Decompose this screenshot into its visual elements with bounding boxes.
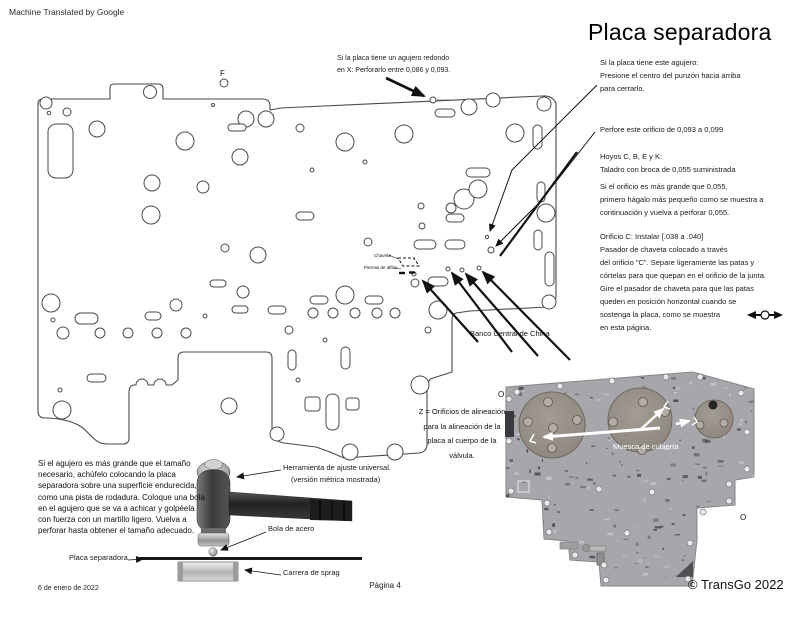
note-line: en esta página. [600, 323, 652, 332]
note-line: para la alineación de la [423, 421, 501, 431]
cover-notch-icon [691, 416, 699, 426]
note-line: Si el orificio es más grande que 0,055, [600, 182, 728, 191]
machine-translated-note: Machine Translated by Google [9, 7, 125, 17]
notch-arrow-icon [639, 407, 665, 431]
cover-notch-icon [662, 400, 671, 410]
note-line: en el agujero que se va a achicar y golp… [38, 503, 195, 513]
ball-leader-icon [220, 531, 267, 551]
race-leader-icon [244, 567, 282, 576]
note-line: queden en posición horizontal cuando se [600, 297, 737, 306]
cotter-pin-outline-icon [397, 257, 420, 267]
note-line: válvula. [449, 450, 475, 460]
alignment-holes-note: Z = Orificios de alineación para la alin… [398, 405, 526, 463]
note-orifice-c: Orificio C: Instalar [.038 a .040] Pasad… [600, 230, 766, 334]
tool-label-line1: Herramienta de ajuste universal. [283, 463, 391, 472]
bank-arrow-icon [464, 272, 539, 357]
note-line: Taladro con broca de 0,055 suministrada [600, 165, 736, 174]
page-title: Placa separadora [588, 19, 772, 45]
note-line: como una pista de rodadura. Coloque una … [38, 492, 205, 502]
note-line: con fuerza con un martillo ligero. Vuelv… [38, 515, 187, 525]
note-line: sostenga la placa, como se muestra [600, 310, 721, 319]
note-line: Hoyos C, B, E y K: [600, 152, 663, 161]
steel-ball-label: Bola de acero [268, 524, 315, 533]
note-line: primero hágalo más pequeño como se muest… [600, 195, 764, 204]
hammer-figure [127, 459, 362, 582]
alignment-marker-bottom: O [740, 513, 746, 522]
pin-legs-label: Piernas de alfiler [364, 265, 398, 270]
separator-plate-outline [37, 83, 557, 459]
sprag-race [177, 561, 239, 582]
note-line: continuación y vuelva a perforar 0,055. [600, 208, 730, 217]
plate-leader-icon [127, 555, 144, 563]
tool-leader-icon [236, 469, 282, 480]
bolt-holes [505, 373, 751, 584]
separator-plate-edge [140, 557, 362, 560]
note-line: necesario, achúfelo colocando la placa [38, 470, 176, 480]
annotation-line: Si la placa tiene un agujero redondo [337, 55, 450, 62]
note-line: Si la placa tiene este agujero: [600, 58, 699, 67]
note-line: Si el agujero es más grande que el tamañ… [38, 459, 191, 468]
bank-arrow-icon [421, 279, 479, 343]
bank-arrow-icon [450, 271, 513, 353]
note-line: córtelas para que quepan en el orificio … [600, 271, 766, 280]
note-line: Orificio C: Instalar [.038 a .040] [600, 232, 704, 241]
bank-holes-label: Banco Central de China [470, 329, 550, 338]
separator-plate-label: Placa separadora [69, 553, 128, 562]
steel-ball [208, 547, 218, 557]
note-line: Pasador de chaveta colocado a través [600, 245, 728, 254]
annotation-arrows: Chaveta Piernas de alfiler F Banco Centr… [220, 69, 783, 361]
footer-copyright: © TransGo 2022 [688, 577, 784, 592]
note-line: del orificio "C". Separe ligeramente las… [600, 258, 755, 267]
notch-arrow-icon [675, 418, 691, 428]
bank-arrow-icon [481, 270, 571, 361]
note-holes-cbek: Hoyos C, B, E y K: Taladro con broca de … [600, 150, 763, 219]
cotter-pin-horizontal-icon [747, 310, 783, 320]
x-hole-arrow-icon [385, 76, 426, 98]
chaveta-label: Chaveta [374, 253, 391, 258]
hole-note-leader-icon [489, 84, 598, 232]
footer-page-number: Página 4 [369, 581, 401, 590]
tool-label-line2: (versión métrica mostrada) [291, 475, 381, 484]
x-hole-annotation: Si la placa tiene un agujero redondo en … [337, 53, 450, 76]
note-line: Z = Orificios de alineación [418, 407, 506, 416]
note-line: separadora sobre una superficie endureci… [38, 481, 197, 491]
sprag-race-label: Carrera de sprag [283, 568, 340, 577]
note-line: Presione el centro del punzón hacia arri… [600, 71, 741, 80]
cover-notch-label: Muesca de cubierta [613, 442, 679, 451]
cbek-note-leader-icon [499, 151, 578, 257]
note-drill: Perfore este orificio de 0,093 a 0,099 [600, 125, 723, 134]
note-line: placa al cuerpo de la [427, 436, 497, 445]
hole-resize-note: Si el agujero es más grande que el tamañ… [38, 458, 205, 536]
cover-bolts [523, 397, 729, 455]
note-line: Gire el pasador de chaveta para que las … [600, 284, 754, 293]
valve-body-photo: Muesca de cubierta O O [498, 371, 755, 587]
alignment-marker-top: O [498, 390, 504, 399]
footer-date: 6 de enero de 2022 [38, 585, 99, 592]
cover-notch-icon [528, 433, 537, 444]
annotation-line: en X: Perforarlo entre 0,086 y 0,093. [337, 66, 451, 74]
note-hole: Si la placa tiene este agujero: Presione… [600, 56, 741, 95]
hole-f-label: F [220, 69, 225, 78]
note-line: para cerrarlo. [600, 84, 645, 93]
note-line: perforar hasta obtener el tamaño adecuad… [38, 526, 195, 536]
plate-holes [39, 78, 557, 461]
